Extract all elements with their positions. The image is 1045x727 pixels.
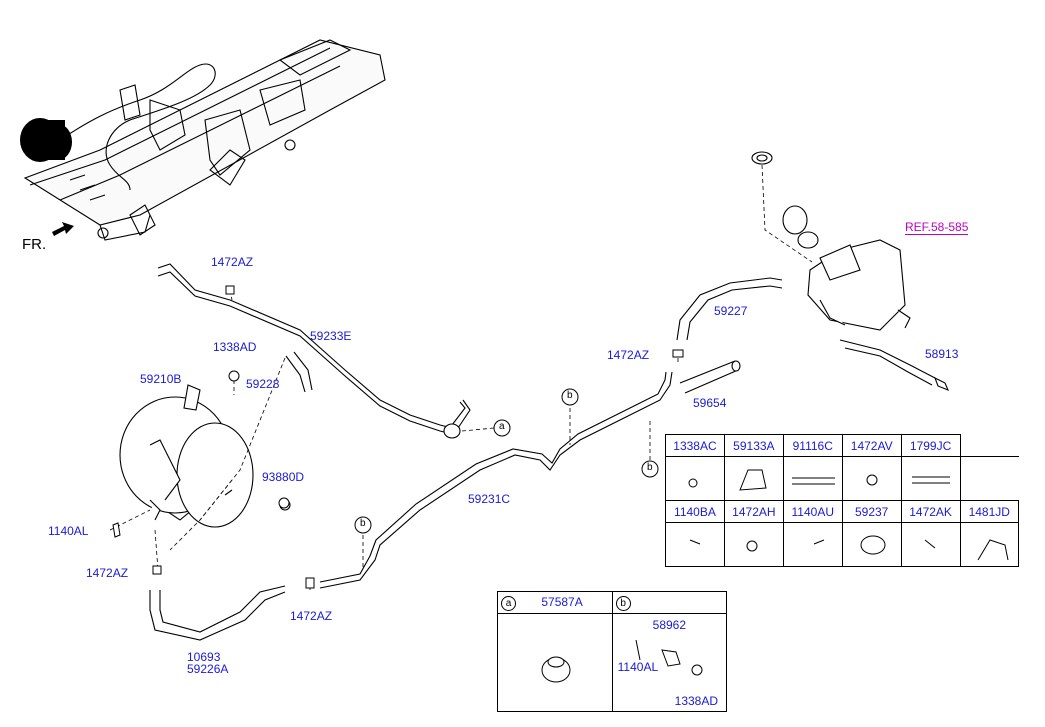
parts-cell[interactable]: 1472AK [900,500,961,523]
parts-icon-cell [665,456,725,501]
detail-table: a 57587A b 58962 1140AL 1338AD [497,591,728,712]
label-93880d[interactable]: 93880D [262,470,305,484]
parts-empty-cell [960,456,1019,501]
parts-icon-cell [959,522,1020,567]
label-59227[interactable]: 59227 [714,304,748,318]
label-59228[interactable]: 59228 [246,377,280,391]
parts-icon-cell [782,522,843,567]
label-1472az-mid[interactable]: 1472AZ [607,348,650,362]
ref-label[interactable]: REF.58-585 [905,220,969,235]
detail-key-b: b [615,595,631,611]
parts-icon-cell [900,522,961,567]
label-59233e[interactable]: 59233E [310,329,352,343]
front-arrow-icon [52,222,74,236]
callout-b-2: b [647,462,653,473]
detail-part-1140al[interactable]: 1140AL [617,660,659,674]
parts-icon-cell [841,522,902,567]
parts-icon-cell [782,456,843,501]
label-1140al[interactable]: 1140AL [48,524,89,538]
front-label: FR. [22,236,47,253]
parts-icon-cell [900,456,961,501]
parts-empty-cell [960,435,1018,457]
detail-part-57587a[interactable]: 57587A [541,594,583,609]
label-1472az-top[interactable]: 1472AZ [211,255,254,269]
label-1472az-bottom[interactable]: 1472AZ [290,609,333,623]
parts-cell[interactable]: 1140BA [665,500,725,523]
parts-cell[interactable]: 59133A [723,434,784,457]
parts-icon-cell [841,456,902,501]
parts-icon-cell [723,522,784,567]
detail-part-1338ad[interactable]: 1338AD [674,694,719,708]
parts-cell[interactable]: 1472AV [841,434,902,457]
label-1338ad[interactable]: 1338AD [213,340,257,354]
detail-header-a: a 57587A [497,591,613,614]
parts-cell[interactable]: 1481JD [959,500,1020,523]
parts-icon-cell [723,456,784,501]
parts-cell[interactable]: 1472AH [723,500,784,523]
callout-circles [354,388,659,534]
fasteners [112,285,684,589]
detail-cell-b: 58962 1140AL 1338AD [611,613,728,712]
canister-59210b [119,384,291,528]
callout-b-3: b [360,518,366,529]
parts-icon-cell [665,522,725,567]
detail-key-a: a [501,595,516,611]
vacuum-lines [149,263,936,641]
label-59226a[interactable]: 59226A [187,662,229,676]
callout-b-1: b [567,390,573,401]
callout-a: a [499,421,505,432]
parts-cell[interactable]: 1338AC [665,434,725,457]
parts-cell[interactable]: 91116C [782,434,843,457]
frame-canister [20,118,72,162]
parts-cell[interactable]: 59237 [841,500,902,523]
detail-part-58962[interactable]: 58962 [652,618,687,632]
parts-table: 1338AC 59133A 91116C 1472AV 1799JC 1140B… [665,434,1020,567]
detail-header-b: b [611,591,728,614]
parts-cell[interactable]: 1140AU [782,500,843,523]
label-10693[interactable]: 10693 [187,650,221,664]
label-1472az-left[interactable]: 1472AZ [86,566,129,580]
parts-cell[interactable]: 1799JC [900,434,961,457]
detail-cell-a [497,613,613,712]
label-59231c[interactable]: 59231C [468,492,511,506]
label-59654[interactable]: 59654 [693,396,727,410]
label-59210b[interactable]: 59210B [140,372,182,386]
reservoir-assembly [751,151,950,392]
vehicle-frame [23,39,386,241]
label-58913[interactable]: 58913 [925,347,959,361]
